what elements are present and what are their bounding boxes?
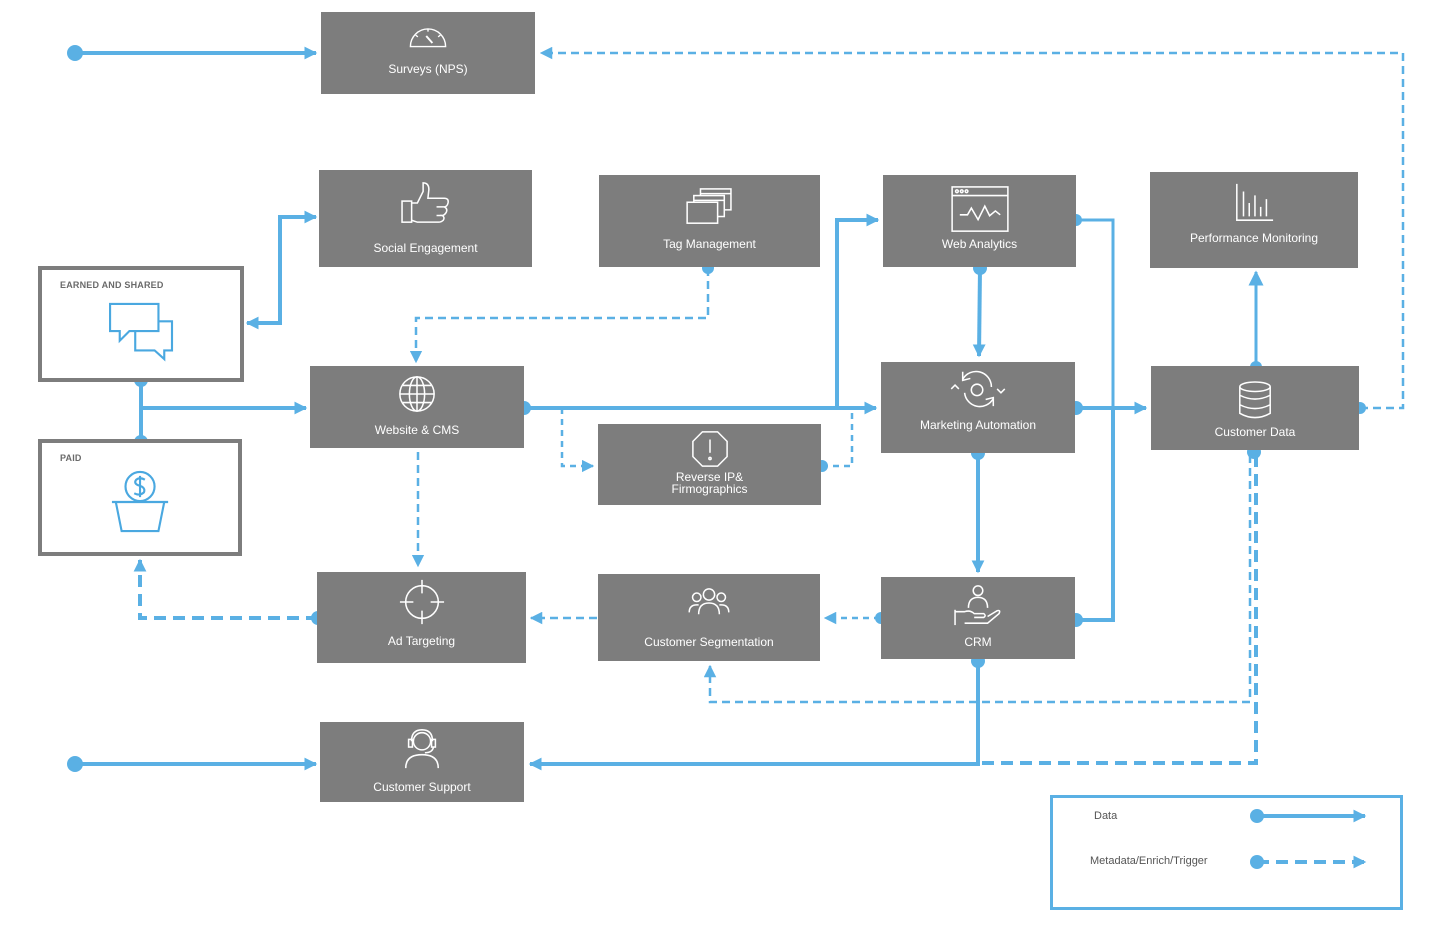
gauge-icon [409,28,447,48]
legend-meta-label: Metadata/Enrich/Trigger [1090,855,1208,867]
headset-agent-icon [404,729,440,769]
legend-solid-dot [1250,809,1264,823]
frame-title: EARNED AND SHARED [60,280,164,290]
node-social-engagement[interactable]: Social Engagement [319,170,532,267]
node-label: Customer Data [1214,425,1296,439]
node-crm[interactable]: CRM [881,577,1075,659]
node-label: Marketing Automation [919,418,1037,432]
hand-person-icon [954,585,1001,626]
edge-customerdata-support [982,455,1258,765]
node-label: Social Engagement [373,241,478,255]
node-label: Ad Targeting [387,634,456,648]
edge-tag-website [409,268,710,364]
edge-adtargeting-paid [133,558,318,620]
thumbs-up-icon [400,182,449,223]
node-customer-segmentation[interactable]: Customer Segmentation [598,574,820,661]
legend-data-label: Data [1094,810,1118,822]
node-label: Surveys (NPS) [388,62,468,76]
edge-website-reverseip [560,408,595,473]
frame-title: PAID [60,453,82,463]
edge-crm-customerdata [1076,408,1115,622]
browser-chart-icon [950,186,1009,232]
node-customer-data[interactable]: Customer Data [1151,366,1359,450]
node-label: Customer Support [373,780,471,794]
edge-social-earned [245,210,318,330]
node-label: Reverse IP& Firmographics [671,470,748,496]
node-label: Website & CMS [374,423,460,437]
edge-customerdata-segmentation [703,455,1252,704]
node-tag-management[interactable]: Tag Management [599,175,820,267]
node-surveys[interactable]: Surveys (NPS) [321,12,535,94]
warning-octagon-icon [691,431,728,467]
node-ad-targeting[interactable]: Ad Targeting [317,572,526,663]
dot-surveys-input [67,45,83,61]
node-label: Performance Monitoring [1189,231,1319,245]
stacked-windows-icon [685,188,732,224]
chat-bubbles-icon [109,302,174,362]
legend-swatches [1250,809,1367,869]
frame-earned-and-shared[interactable]: EARNED AND SHARED [38,266,244,382]
edge-reverseip-marketing [822,408,854,468]
edge-crm-support [528,660,980,771]
money-basket-icon [111,470,169,533]
node-label: CRM [964,635,992,649]
node-web-analytics[interactable]: Web Analytics [883,175,1076,267]
node-label: Tag Management [663,237,756,251]
node-reverse-ip[interactable]: Reverse IP& Firmographics [598,424,821,505]
node-label: Customer Segmentation [644,635,774,649]
edge-webanalytics-customerdata [1076,218,1115,408]
node-marketing-automation[interactable]: Marketing Automation [881,362,1075,453]
legend: Data Metadata/Enrich/Trigger [1050,795,1403,910]
node-customer-support[interactable]: Customer Support [320,722,524,802]
user-group-icon [688,588,730,615]
frame-paid[interactable]: PAID [38,439,242,556]
bar-chart-icon [1236,183,1274,221]
globe-icon [399,376,435,412]
node-performance-monitoring[interactable]: Performance Monitoring [1150,172,1358,268]
dot-support-input [67,756,83,772]
edge-webanalytics-marketing [972,267,986,358]
node-website-cms[interactable]: Website & CMS [310,366,524,448]
database-icon [1239,381,1271,419]
sync-cycle-icon [950,370,1006,408]
edge-website-webanalytics [835,213,880,408]
legend-dashed-dot [1250,855,1264,869]
crosshair-icon [399,579,444,625]
node-label: Web Analytics [941,237,1018,251]
